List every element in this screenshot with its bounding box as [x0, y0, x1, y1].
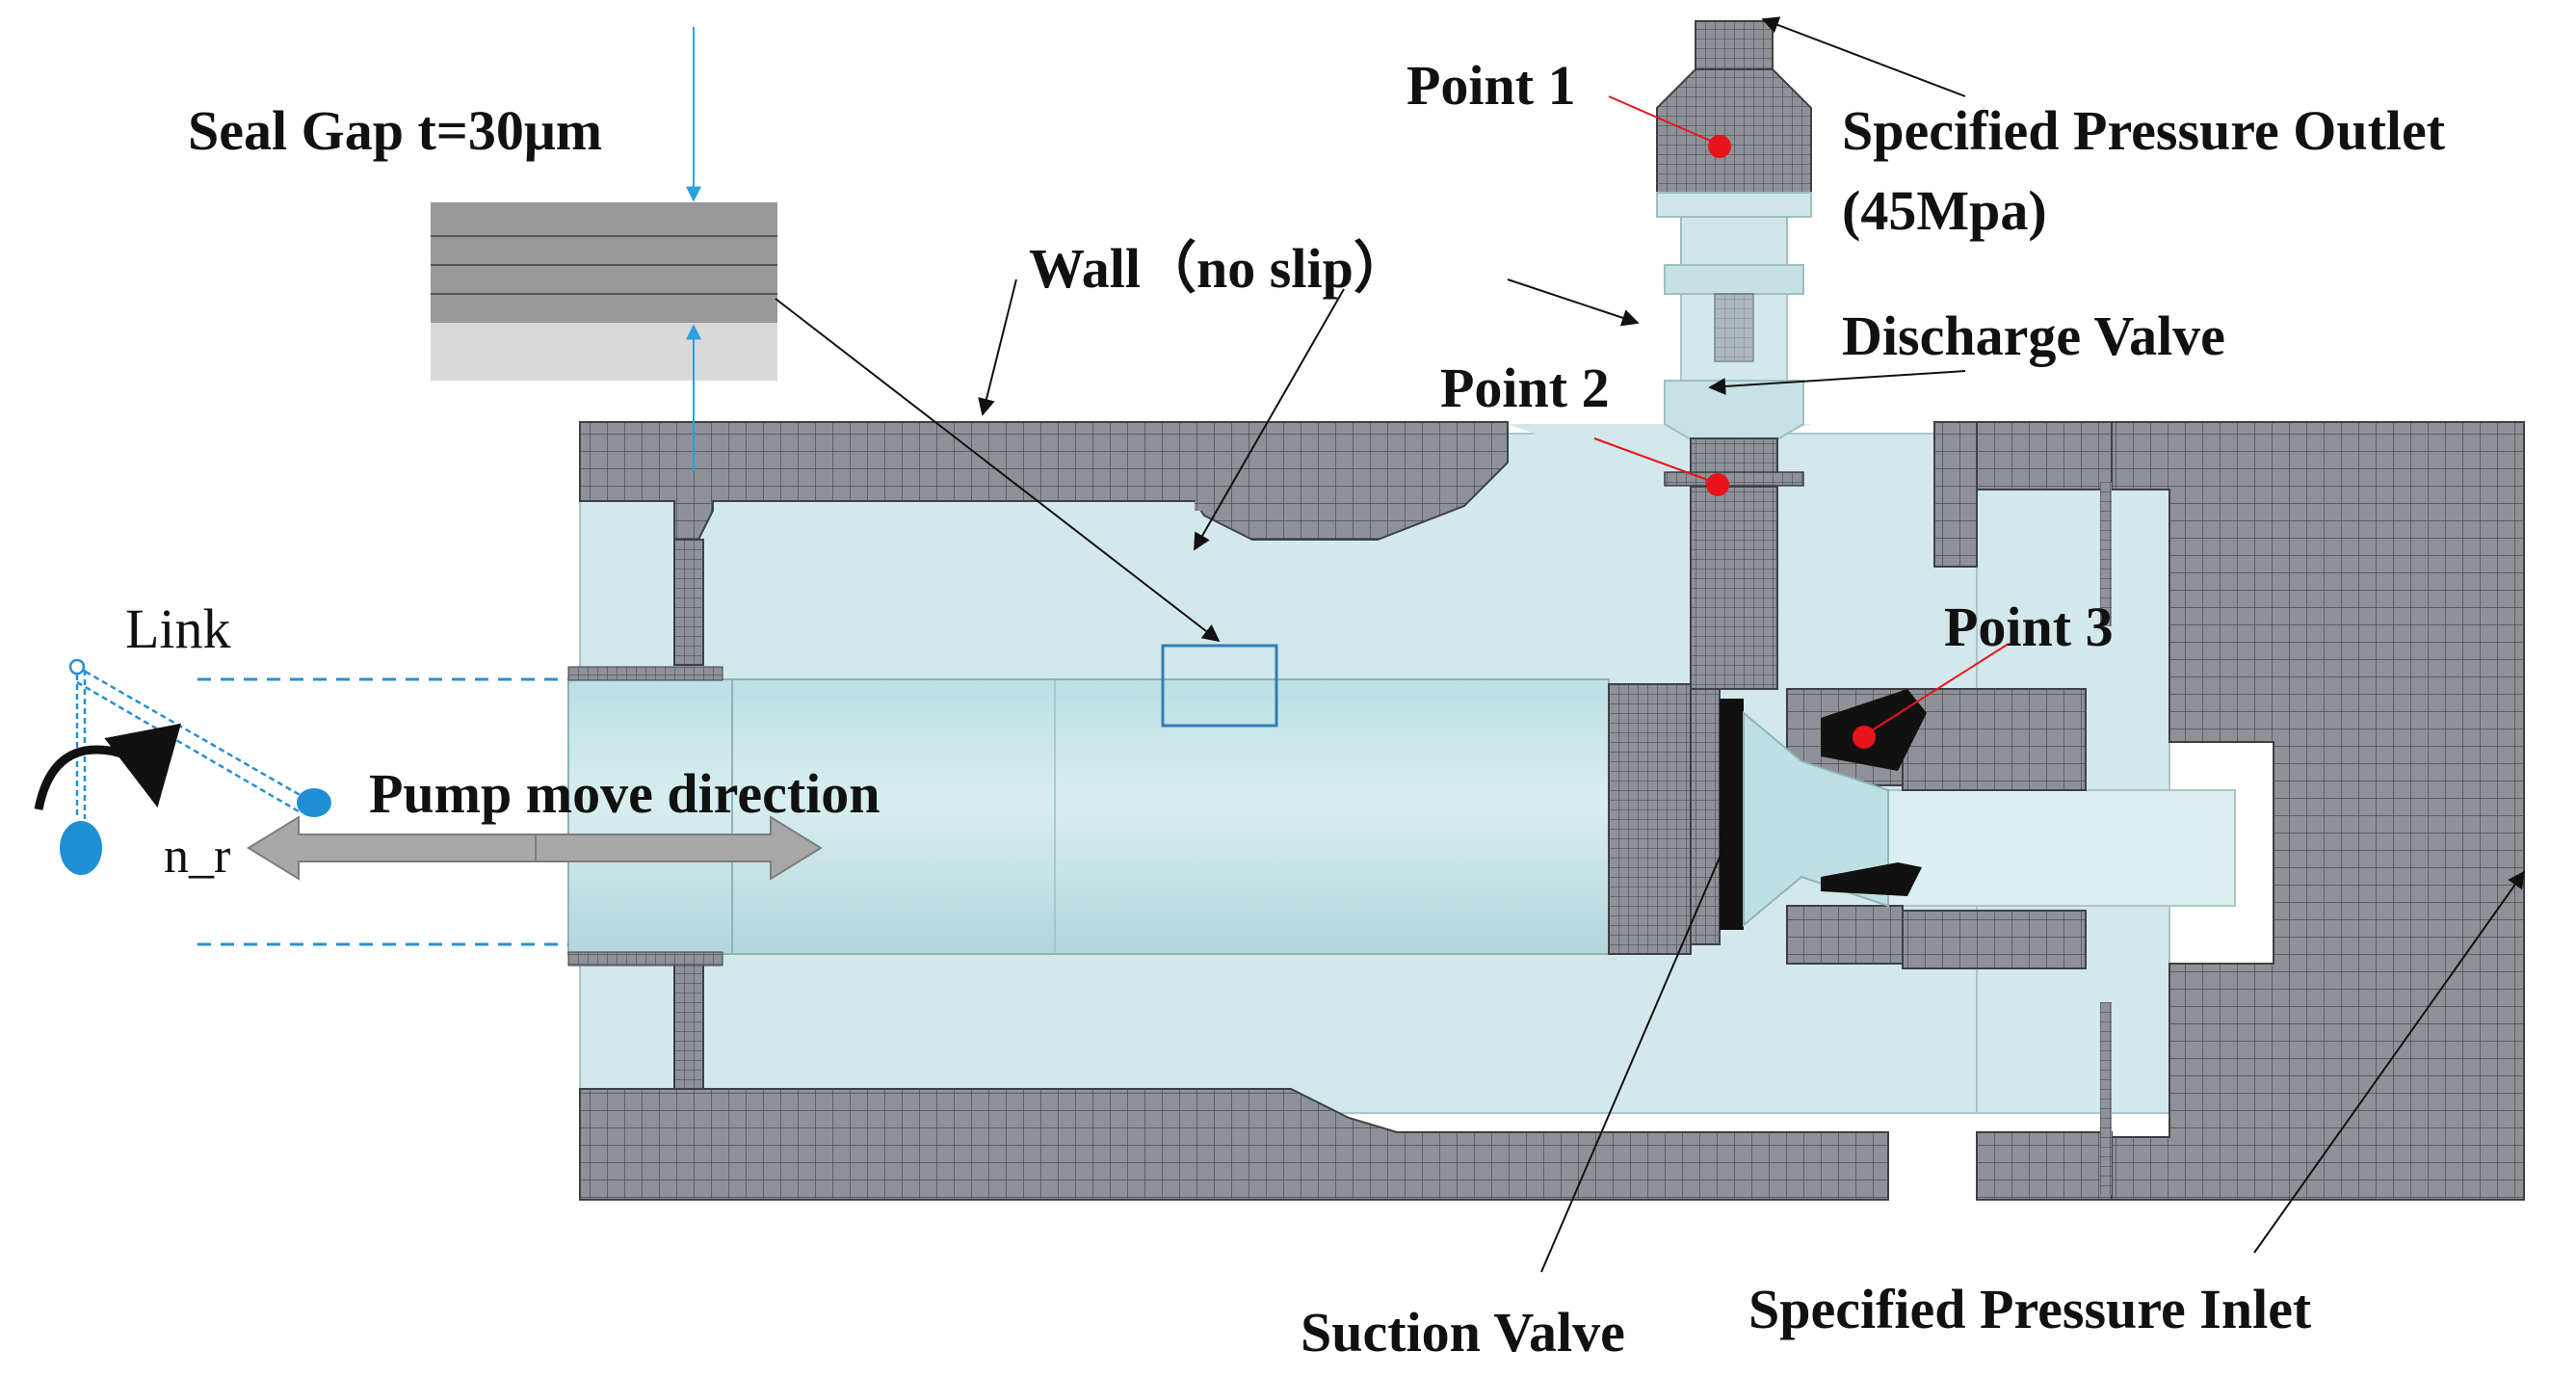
- double-arrow-icon: [247, 815, 823, 881]
- pump-move-direction-label: Pump move direction: [369, 762, 881, 825]
- plunger: [567, 666, 1721, 967]
- rotation-arrow-icon: [34, 723, 181, 810]
- point-1-marker: [1708, 135, 1731, 158]
- n-r-label: n_r: [164, 829, 230, 884]
- point-3-label: Point 3: [1944, 596, 2114, 658]
- discharge-valve-label: Discharge Valve: [1842, 305, 2225, 367]
- outlet-pressure-label: (45Mpa): [1842, 179, 2047, 242]
- link-label: Link: [125, 597, 231, 660]
- mesh-walls: [579, 421, 2525, 1201]
- leader-lines: [775, 16, 2526, 1273]
- outlet-fitting: [1656, 20, 1812, 362]
- point-3-marker: [1853, 726, 1876, 749]
- seal-gap-zoom-box: [1161, 644, 1278, 728]
- point-2-label: Point 2: [1440, 357, 1610, 419]
- monitor-points: [1593, 95, 2010, 749]
- point-1-label: Point 1: [1406, 54, 1576, 117]
- wall-label: Wall（no slip）: [1029, 237, 1409, 300]
- suction-valve-label: Suction Valve: [1301, 1301, 1625, 1364]
- seal-gap-label: Seal Gap t=30μm: [188, 99, 602, 162]
- point-2-marker: [1706, 473, 1729, 496]
- link-mechanism: [60, 658, 568, 946]
- inlet-label: Specified Pressure Inlet: [1748, 1278, 2312, 1340]
- outlet-label: Specified Pressure Outlet: [1842, 99, 2446, 162]
- seal-gap-inset: [431, 27, 777, 472]
